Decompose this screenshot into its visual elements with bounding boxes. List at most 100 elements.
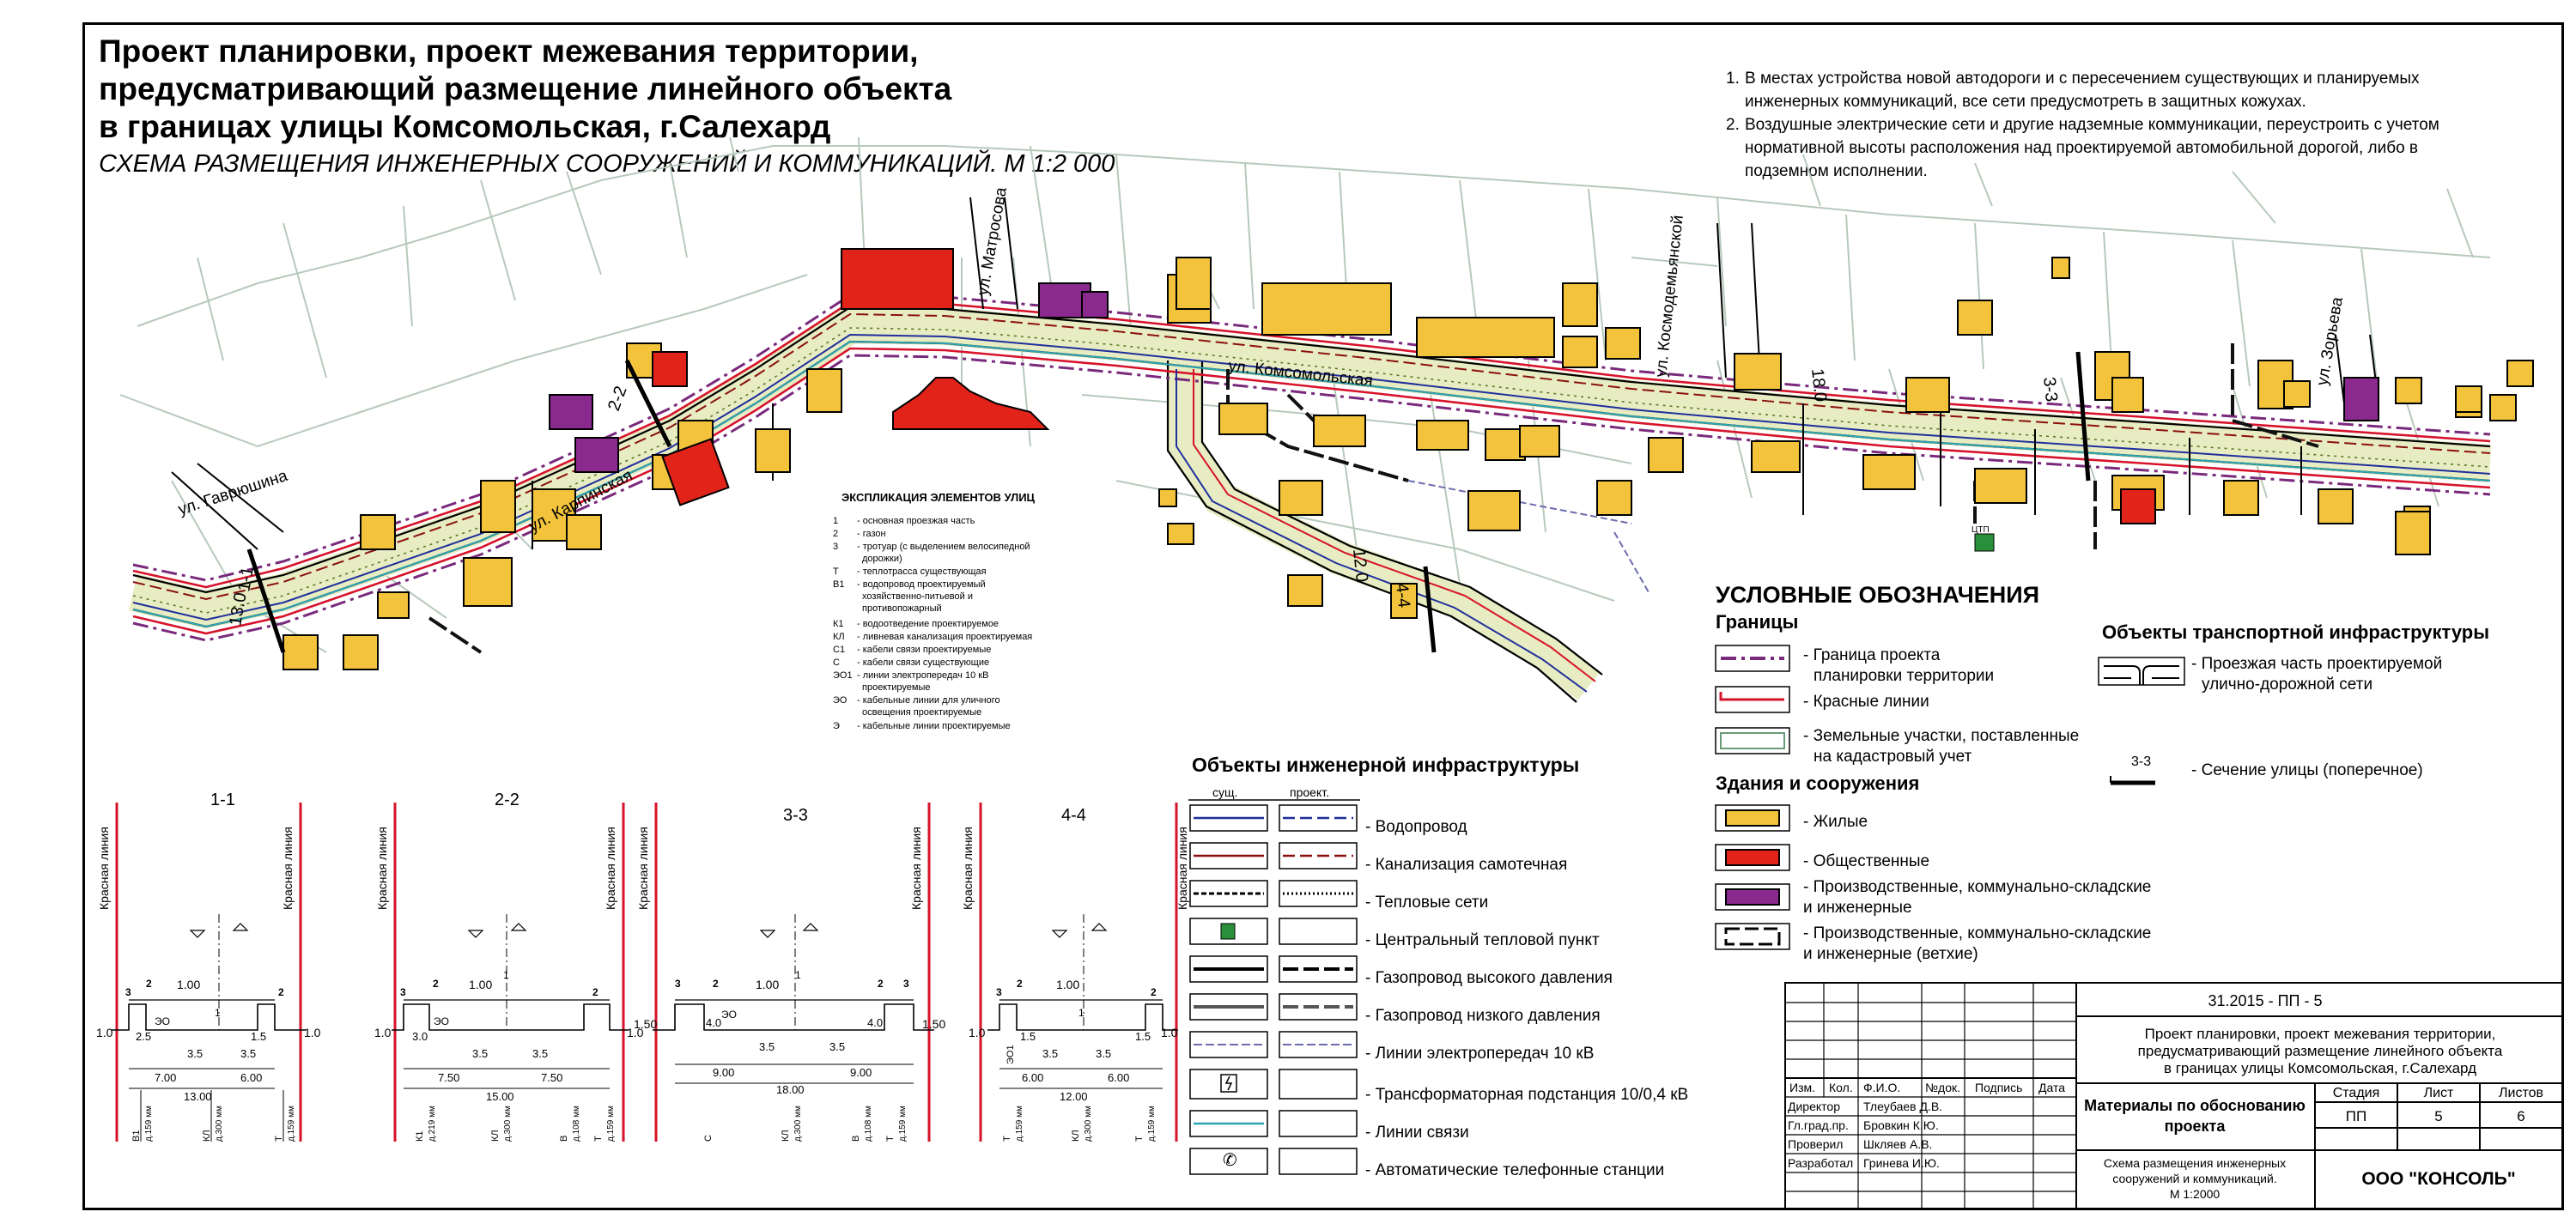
section-4-4-dim: 12.00 (1060, 1090, 1088, 1103)
stamp-materials-line-1: Материалы по обоснованию (2084, 1097, 2306, 1114)
stamp-name: Бровкин К.Ю. (1863, 1118, 1939, 1132)
map-section-4-4: 4-4 (1392, 582, 1413, 609)
explication-list: 1 - основная проезжая часть 2 - газон 3 … (833, 516, 1032, 731)
general-notes: 1. В местах устройства новой автодороги … (1726, 67, 2524, 183)
label-matrosova: ул. Матросова (974, 185, 1011, 297)
note-2-line-3: подземном исполнении. (1745, 162, 1928, 180)
legend-industrial-line-1: - Производственные, коммунально-складски… (1803, 878, 2152, 896)
engineering-item-comm: - Линии связи (1365, 1124, 1469, 1142)
engineering-item-power: - Линии электропередач 10 кВ (1365, 1045, 1595, 1063)
explication-text: - водопровод проектируемый (857, 579, 986, 590)
section-3-3-title: 3-3 (783, 806, 808, 825)
stamp-sheet: 5 (2434, 1108, 2442, 1124)
map-section-3-3: 3-3 (2039, 376, 2061, 403)
legend-industrial-dilapidated-line-2: и инженерные (ветхие) (1803, 945, 1978, 963)
section-3-3-top-dim: 1.00 (756, 978, 779, 991)
section-2-2-code: 2 (592, 986, 598, 998)
title-line-3: в границах улицы Комсомольская, г.Салеха… (99, 109, 831, 144)
explication-text: - линии электропередач 10 кВ (857, 670, 988, 681)
engineering-legend-table: сущ. проект. ✆ (1188, 785, 1360, 1175)
section-3-3-dim: 9.00 (850, 1066, 872, 1079)
explication-text: - водоотведение проектируемое (857, 619, 999, 629)
section-3-3-pipe: КЛ (781, 1130, 791, 1142)
stamp-header-count: Кол. (1829, 1081, 1853, 1094)
map-section-2-2: 2-2 (605, 384, 631, 414)
sheet-frame (82, 22, 2564, 1210)
legend-borders-title: Границы (1716, 611, 1799, 633)
explication-text: противопожарный (862, 603, 942, 614)
stamp-code: 31.2015 - ПП - 5 (2208, 992, 2323, 1009)
section-3-3-dim: 18.00 (776, 1083, 805, 1096)
explication-text: - тротуар (с выделением велосипедной (857, 542, 1030, 552)
engineering-item-water: - Водопровод (1365, 818, 1467, 836)
section-1-1-code: ЭО (155, 1015, 170, 1027)
section-4-4-dim: 1.5 (1020, 1030, 1036, 1043)
stamp-header-change: Изм. (1789, 1081, 1815, 1094)
section-2-2-code: 1 (503, 969, 509, 981)
section-2-2-pipe: Т (593, 1136, 604, 1142)
section-2-2-dim: 3.5 (472, 1047, 488, 1060)
stamp-stage: ПП (2346, 1108, 2366, 1124)
note-2: 2. Воздушные электрические сети и другие… (1726, 113, 2524, 183)
legend-carriageway: - Проезжая часть проектируемой улично-до… (2191, 654, 2442, 695)
section-4-4-code: ЭО1 (1005, 1045, 1016, 1064)
stamp-header-sign: Подпись (1975, 1081, 2022, 1094)
cross-sections: 1-1 Красная линия Красная линия 1.0 1.0 … (96, 791, 1189, 1142)
section-4-4-pipe: КЛ (1071, 1130, 1081, 1142)
stamp-scheme-line-1: Схема размещения инженерных (2104, 1156, 2286, 1170)
section-4-4-dim: 3.5 (1096, 1047, 1111, 1060)
engineering-item-sewer: - Канализация самотечная (1365, 856, 1568, 874)
section-2-2-code: 2 (433, 978, 439, 990)
section-1-1-pipe: д.300 мм (215, 1106, 224, 1142)
legend-industrial-dilapidated: - Производственные, коммунально-складски… (1803, 924, 2151, 965)
legend-public: - Общественные (1803, 852, 1930, 870)
legend-carriageway-line-2: улично-дорожной сети (2202, 676, 2373, 694)
legend-residential: - Жилые (1803, 813, 1868, 831)
explication-text: - кабельные линии проектируемые (857, 721, 1011, 731)
note-2-line-1: Воздушные электрические сети и другие на… (1745, 116, 2439, 134)
explication-text: - теплотрасса существующая (857, 567, 987, 577)
note-1-line-1: В местах устройства новой автодороги и с… (1745, 70, 2420, 88)
section-3-3-level-right: 1.50 (922, 1017, 945, 1031)
explication-text: - ливневая канализация проектируемая (857, 632, 1032, 642)
section-1-1-dim: 2.5 (136, 1030, 151, 1043)
street-map: ул. Комсомольская ул. Матросова ул. Гавр… (119, 136, 2534, 703)
stamp-project-line-1: Проект планировки, проект межевания терр… (2145, 1026, 2496, 1042)
note-1: 1. В местах устройства новой автодороги … (1726, 67, 2524, 113)
section-2-2-dim: 7.50 (541, 1071, 562, 1084)
legend-transport-swatches: 3-3 (2098, 657, 2185, 785)
explication-text: дорожки) (862, 554, 902, 564)
explication-code: К1 (833, 619, 844, 629)
section-4-4-pipe: д.300 мм (1084, 1106, 1093, 1142)
stamp-sheet-label: Лист (2424, 1086, 2454, 1100)
stamp-role: Разработал (1788, 1156, 1853, 1170)
section-3-3-level-left: 1.50 (634, 1017, 657, 1031)
section-3-3-pipe: д.300 мм (793, 1106, 803, 1142)
explication-text: - основная проезжая часть (857, 516, 975, 526)
note-1-number: 1. (1726, 70, 1740, 88)
section-1-1-pipe: КЛ (202, 1130, 212, 1142)
legend-industrial-line-2: и инженерные (1803, 899, 1912, 917)
explication-text: хозяйственно-питьевой и (862, 591, 973, 602)
explication-text: - газон (857, 529, 886, 539)
section-2-2-redline-left: Красная линия (375, 827, 389, 910)
stamp-role: Проверил (1788, 1137, 1843, 1151)
section-4-4: 4-4 Красная линия Красная линия 1.0 1.0 … (961, 803, 1189, 1142)
engineering-item-gas-low: - Газопровод низкого давления (1365, 1007, 1601, 1025)
section-2-2-dim: 3.0 (412, 1030, 428, 1043)
explication-code: 3 (833, 542, 838, 552)
drawing-title: Проект планировки, проект межевания терр… (99, 33, 1129, 180)
explication-code: С (833, 657, 840, 668)
explication-code: КЛ (833, 632, 845, 642)
legend-project-boundary-line-1: - Граница проекта (1803, 646, 1941, 664)
section-3-3: 3-3 Красная линия Красная линия 1.50 1.5… (634, 803, 945, 1142)
section-2-2-level-left: 1.0 (374, 1026, 392, 1039)
section-2-2-pipe: д.219 мм (428, 1106, 437, 1142)
side-streets (171, 197, 2379, 550)
explication-text: - кабели связи существующие (857, 657, 989, 668)
section-1-1-pipe: В1 (131, 1130, 142, 1142)
section-4-4-pipe: Т (1134, 1136, 1145, 1142)
section-1-1-dim: 7.00 (155, 1071, 176, 1084)
section-3-3-redline-left: Красная линия (636, 827, 650, 910)
legend-title: УСЛОВНЫЕ ОБОЗНАЧЕНИЯ (1716, 582, 2040, 608)
